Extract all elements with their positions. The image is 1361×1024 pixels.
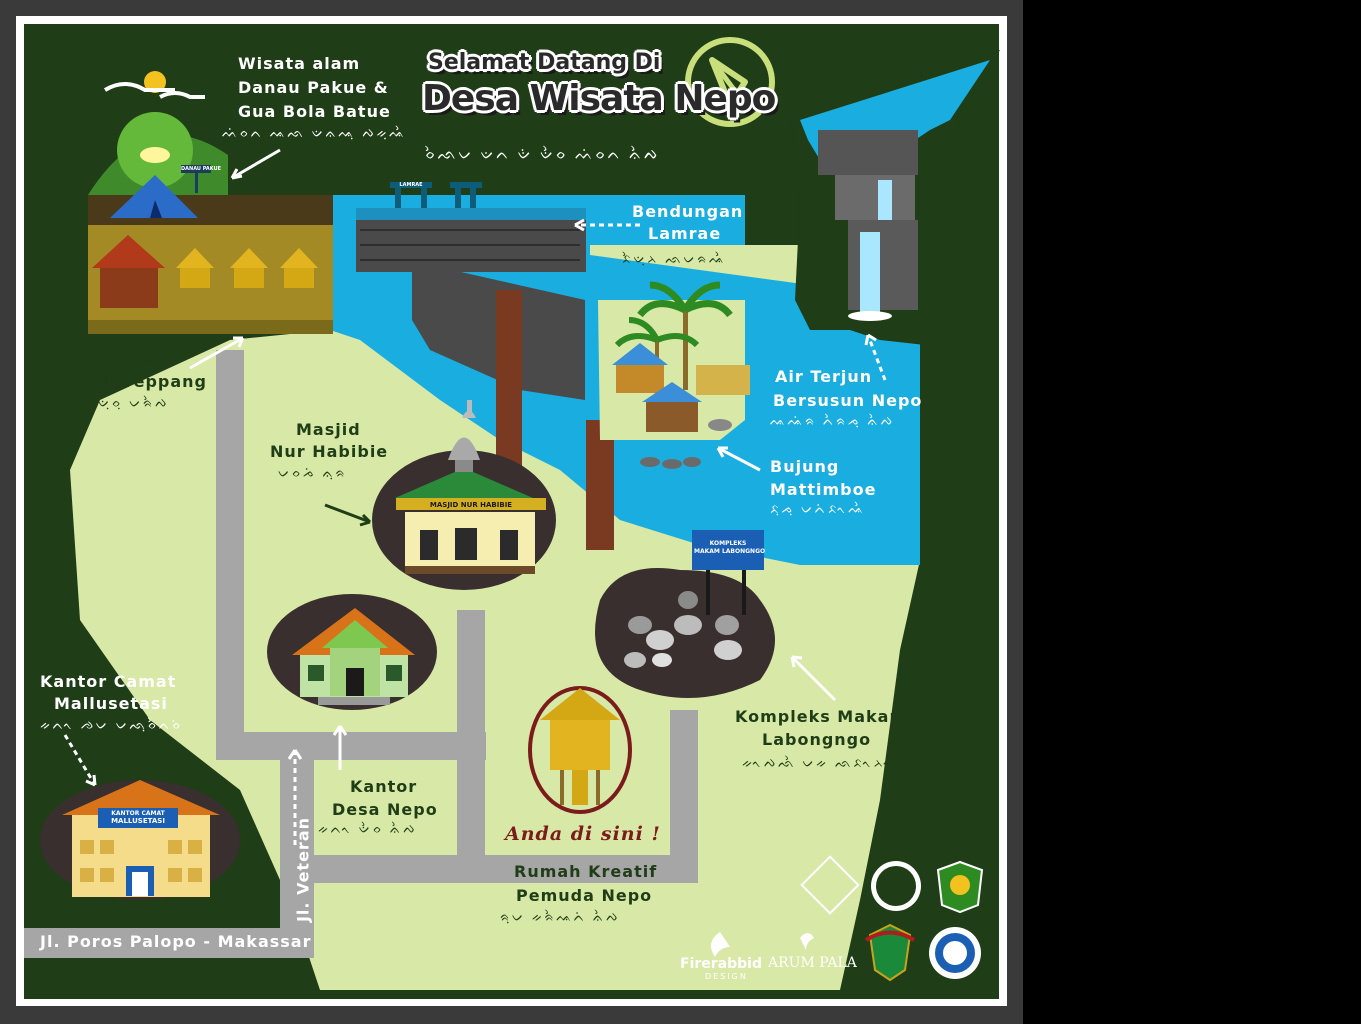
kompleks-makam-area [595,530,775,698]
title-script: ᨔᨛᨒᨆ ᨉᨈ ᨉᨗ ᨉᨛᨔ ᨓᨗᨔᨈ ᨊᨛᨄ [425,145,661,163]
masjid-arrow [324,503,372,527]
gazebos [612,343,750,469]
label-makam-line1: Kompleks Makam [735,707,908,726]
sign-camat-line1: KANTOR CAMAT [111,810,165,817]
waterfall [790,50,1000,345]
sun-clouds-icon [103,71,205,99]
title-line1: Selamat Datang Di [428,50,661,75]
label-masjid-script: ᨆᨔᨍᨗ ᨊᨘᨑ [278,466,348,481]
compass-icon [685,37,775,127]
label-masjid-line1: Masjid [296,420,361,439]
road-poros-label: Jl. Poros Palopo - Makassar [40,932,312,951]
road-network [24,350,698,958]
dam [356,182,614,550]
label-dusun-script: ᨉᨘᨔᨘ ᨆᨑᨛᨄ [98,396,170,411]
pointer-arrows [63,148,887,845]
sign-danau: DANAU PAKUE [181,166,222,172]
logo-arum-pala: ARUM PALA [768,955,857,971]
sign-makam-line1: KOMPLEKS [709,540,747,547]
sign-makam-line2: MAKAM LABONGNGO [694,548,766,555]
label-danau-line3: Gua Bola Batue [238,102,391,121]
label-rumah-script: ᨑᨘᨆ ᨀᨑᨛᨕᨈᨗ ᨊᨛᨄ [500,910,621,925]
label-masjid-line2: Nur Habibie [270,442,389,461]
label-airterjun-line1: Air Terjun [775,367,873,386]
label-camat-script: ᨀᨈᨚ ᨌᨆ ᨆᨒᨘᨔᨛᨈᨔᨗ [40,718,184,733]
dusun-area [88,112,333,334]
label-desa-line2: Desa Nepo [332,800,438,819]
kantor-camat-building [40,780,240,900]
label-bendungan-line2: Lamrae [648,224,722,243]
label-danau-line1: Wisata alam [238,54,361,73]
logo-emblems [711,855,984,982]
sign-lamrae: LAMRAE [399,182,423,188]
sign-masjid: MASJID NUR HABIBIE [429,501,513,509]
label-camat-line1: Kantor Camat [40,672,177,691]
title-line2: Desa Wisata Nepo [422,78,776,119]
map-illustration [24,24,1000,999]
you-are-here-label: Anda di sini ! [505,823,661,845]
sign-camat-line2: MALLUSETASI [111,817,165,825]
label-bujung-line2: Mattimboe [770,480,877,499]
label-rumah-line2: Pemuda Nepo [516,886,653,905]
label-bujung-line1: Bujung [770,457,840,476]
label-desa-script: ᨀᨈᨚ ᨉᨛᨔ ᨊᨛᨄ [318,822,418,837]
label-airterjun-script: ᨕᨕᨗᨑ ᨈᨛᨑᨍᨘ ᨊᨛᨄ [770,414,895,429]
label-bendungan-script: ᨅᨛᨉᨘᨂ ᨒᨆᨑᨕᨛ [622,252,727,267]
label-danau-script: ᨓᨗᨔᨈ ᨕᨒ ᨉᨊᨕᨘ ᨄᨀᨘᨕᨛ [222,126,407,141]
label-bujung-script: ᨅᨘᨍᨘ ᨆᨈᨗᨅᨚᨕᨛ [770,502,866,517]
label-dusun-line2: Mareppang [96,372,208,391]
label-makam-line2: Labongngo [762,730,872,749]
label-bendungan-line1: Bendungan [632,202,744,221]
kantor-desa-building [267,594,437,710]
masjid-building [372,400,556,590]
label-rumah-line1: Rumah Kreatif [514,862,658,881]
label-desa-line1: Kantor [350,777,418,796]
label-dusun-line1: Dusun [118,348,180,367]
road-veteran-label: Jl. Veteran [293,816,313,923]
label-camat-line2: Mallusetasi [54,694,168,713]
map-board: Selamat Datang Di Desa Wisata Nepo ᨔᨛᨒᨆ … [0,0,1023,1024]
label-danau-line2: Danau Pakue & [238,78,389,97]
rumah-kreatif-building [528,686,632,814]
logo-firerabbid-line2: DESIGN [705,972,748,981]
label-makam-script: ᨀᨚᨄᨒᨛ ᨆᨀ ᨒᨅᨚᨂᨚ [742,756,895,771]
logo-firerabbid-line1: Firerabbid [680,956,762,972]
label-airterjun-line2: Bersusun Nepo [773,391,923,410]
